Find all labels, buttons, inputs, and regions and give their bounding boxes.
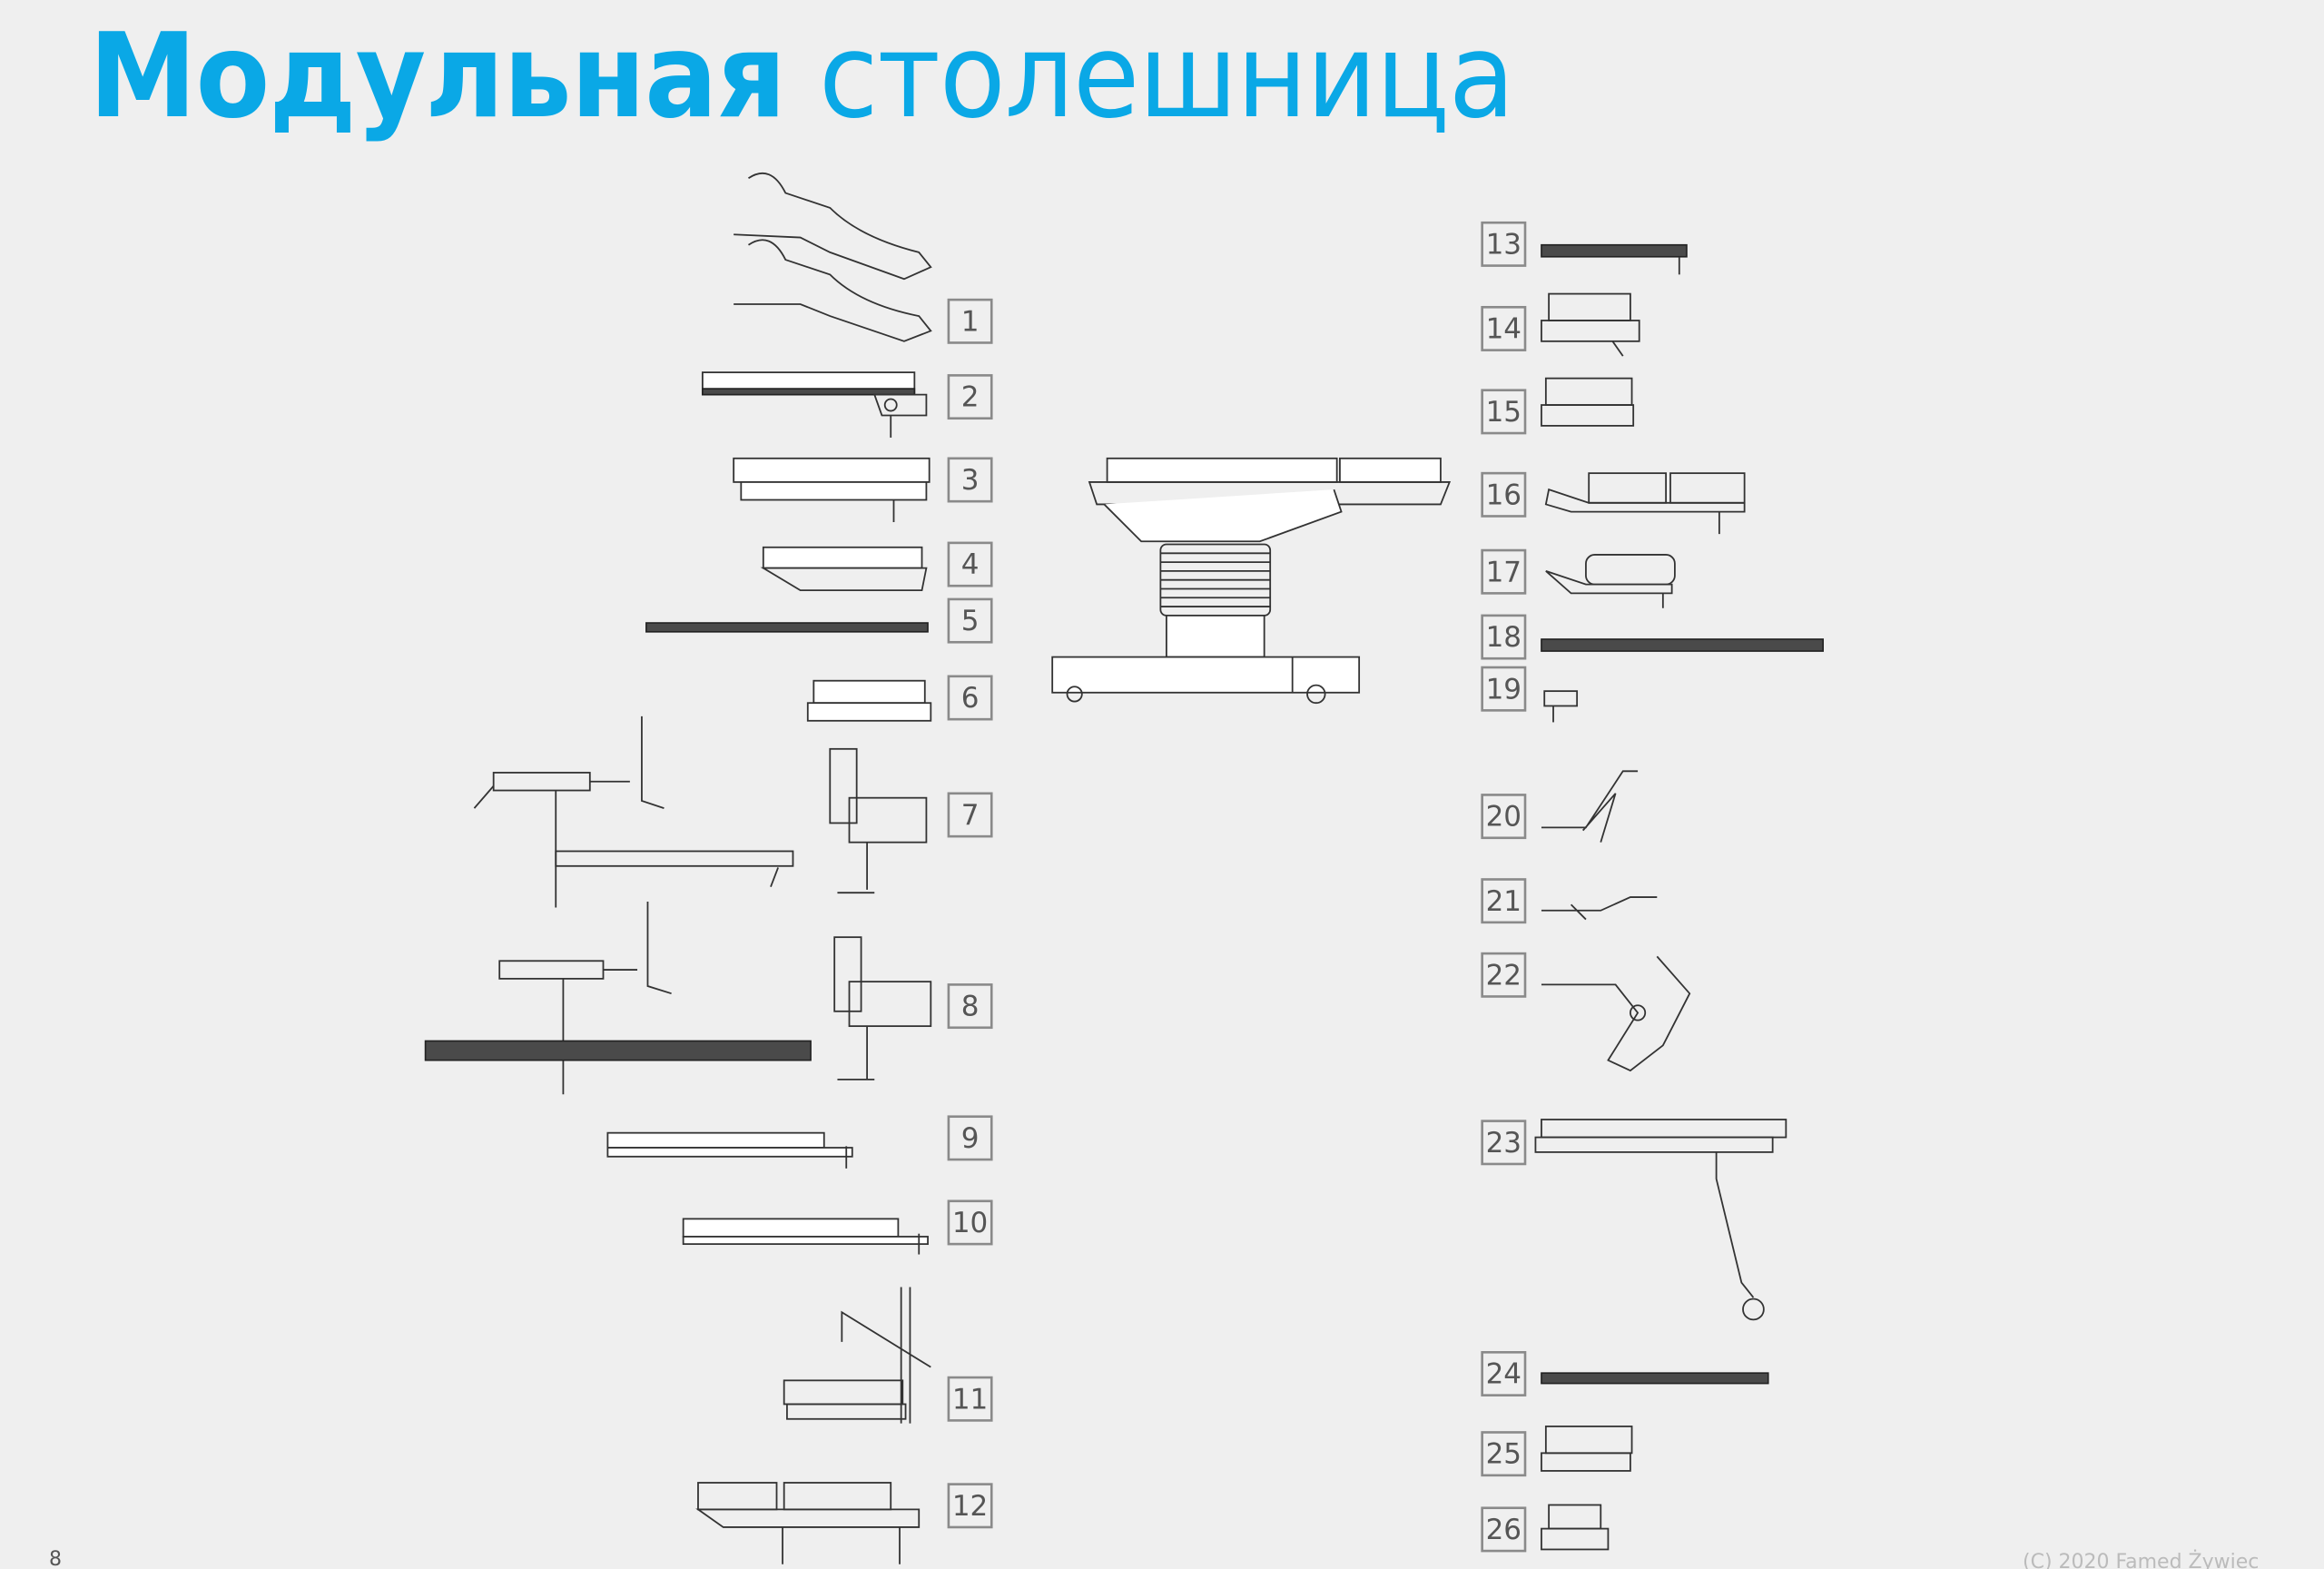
item-9-drawing [606,1131,853,1169]
item-label: 5 [947,597,993,644]
item-11-drawing [783,1287,931,1424]
svg-text:21: 21 [1486,885,1521,918]
svg-text:11: 11 [952,1383,988,1416]
item-label: 14 [1481,305,1527,351]
svg-text:4: 4 [961,548,980,581]
svg-text:22: 22 [1486,959,1521,992]
title-bold: Модульная [89,9,786,144]
svg-text:9: 9 [961,1122,980,1155]
item-20-drawing [1541,770,1639,843]
item-7-drawing [473,715,928,908]
copyright: (C) 2020 Famed Żywiec [2023,1551,2260,1569]
svg-text:5: 5 [961,605,980,637]
item-24-drawing [1541,1372,1769,1385]
item-14-drawing [1541,292,1640,357]
item-label: 20 [1481,794,1527,840]
item-8-drawing [424,901,932,1095]
item-label: 19 [1481,666,1527,712]
svg-text:26: 26 [1486,1514,1521,1546]
item-label: 18 [1481,614,1527,660]
item-18-drawing [1541,638,1824,652]
svg-text:8: 8 [961,991,980,1023]
page-number: 8 [49,1548,62,1569]
svg-text:10: 10 [952,1207,988,1239]
svg-text:25: 25 [1486,1438,1521,1471]
item-label: 25 [1481,1431,1527,1477]
item-22-drawing [1541,955,1691,1072]
svg-text:3: 3 [961,464,980,497]
item-10-drawing [682,1218,929,1255]
item-5-drawing [645,622,929,633]
item-label: 1 [947,298,993,344]
svg-text:12: 12 [952,1490,988,1523]
operating-table-drawing [1051,457,1452,705]
item-23-drawing [1534,1119,1787,1321]
item-label: 15 [1481,389,1527,435]
labels-right: 13 14 15 16 17 18 19 20 21 22 23 24 25 2… [1481,221,1527,1553]
svg-text:1: 1 [961,305,980,338]
item-15-drawing [1541,377,1635,427]
item-12-drawing [695,1482,921,1564]
labels-left: 1 2 3 4 5 6 7 8 9 10 11 12 [947,298,993,1529]
item-label: 8 [947,983,993,1030]
svg-text:15: 15 [1486,396,1521,429]
item-label: 12 [947,1483,993,1529]
item-label: 2 [947,374,993,420]
item-16-drawing [1544,472,1746,535]
item-label: 11 [947,1376,993,1422]
svg-text:6: 6 [961,682,980,715]
item-label: 7 [947,792,993,838]
svg-text:23: 23 [1486,1127,1521,1159]
item-26-drawing [1541,1504,1610,1551]
item-13-drawing [1541,243,1688,275]
item-label: 26 [1481,1506,1527,1553]
item-25-drawing [1541,1426,1633,1472]
item-label: 6 [947,675,993,721]
item-label: 9 [947,1115,993,1161]
svg-text:16: 16 [1486,479,1521,511]
page-title: Модульная столешница [89,9,1515,144]
title-regular: столешница [818,9,1515,144]
item-label: 3 [947,457,993,503]
svg-text:2: 2 [961,381,980,414]
svg-text:18: 18 [1486,621,1521,654]
item-label: 21 [1481,878,1527,924]
item-label: 16 [1481,471,1527,518]
svg-text:14: 14 [1486,313,1521,346]
item-6-drawing [806,679,932,722]
item-label: 13 [1481,221,1527,267]
item-4-drawing [760,546,928,592]
item-label: 17 [1481,548,1527,595]
item-3-drawing [733,457,931,523]
item-21-drawing [1541,896,1658,921]
item-label: 24 [1481,1351,1527,1396]
svg-text:19: 19 [1486,673,1521,706]
item-17-drawing [1545,554,1676,608]
item-label: 4 [947,541,993,587]
leg-supports-drawing [734,172,932,342]
item-label: 23 [1481,1120,1527,1166]
item-2-drawing [701,371,928,438]
svg-text:7: 7 [961,799,980,832]
item-19-drawing [1543,690,1579,723]
svg-text:17: 17 [1486,556,1521,588]
svg-text:24: 24 [1486,1358,1521,1391]
item-label: 10 [947,1199,993,1246]
svg-text:13: 13 [1486,229,1521,262]
svg-text:20: 20 [1486,801,1521,834]
item-label: 22 [1481,952,1527,998]
